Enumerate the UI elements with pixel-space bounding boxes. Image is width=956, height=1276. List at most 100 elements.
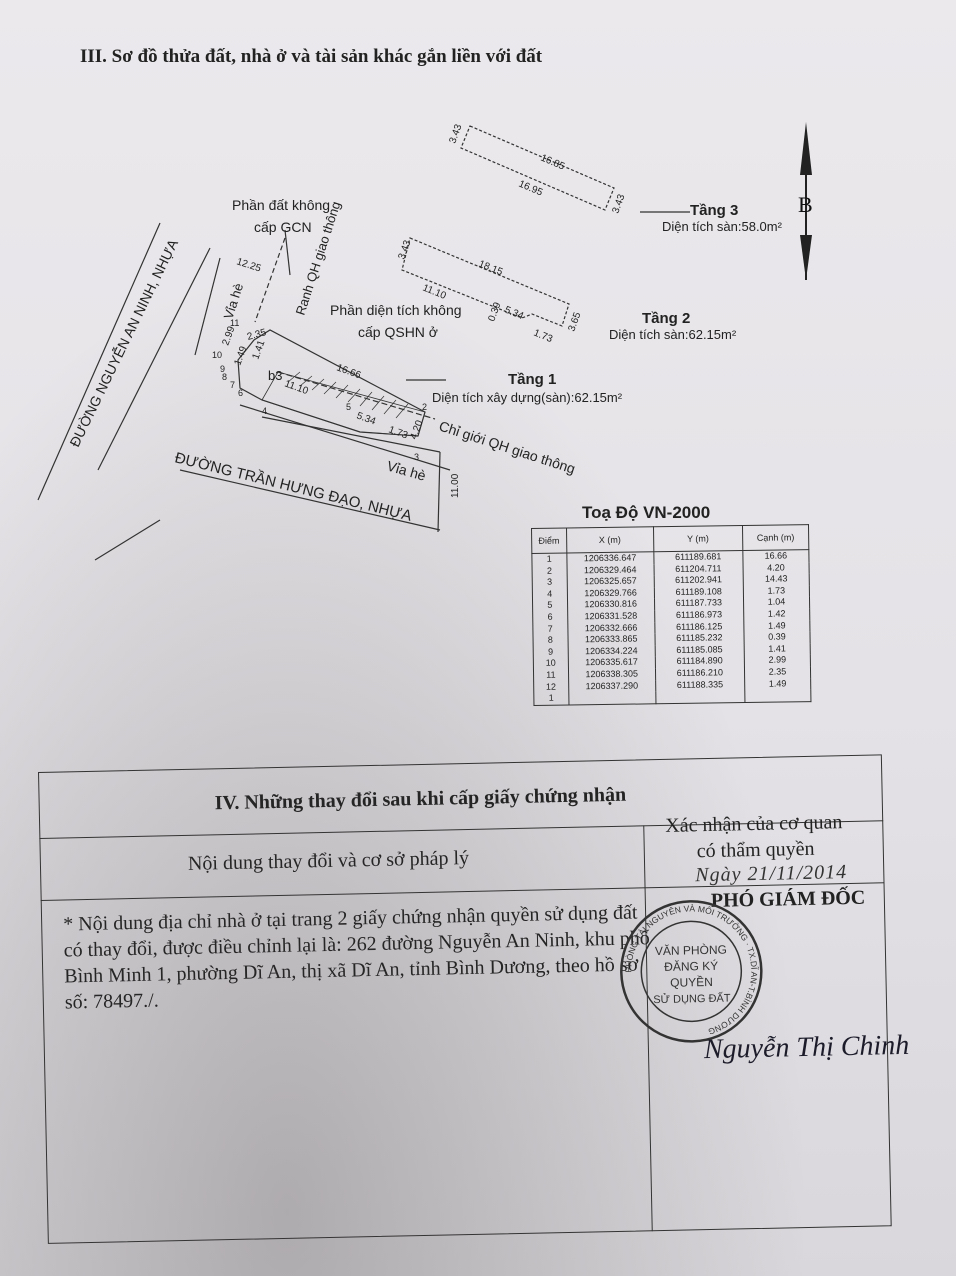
coord-cell-edge: 2.35 (744, 666, 811, 679)
point-7: 7 (230, 380, 235, 390)
coord-cell-edge: 16.66 (742, 549, 809, 563)
north-label: B (798, 192, 813, 217)
coord-cell-point: 7 (532, 623, 568, 636)
dim-road-width: 11.00 (450, 473, 461, 498)
point-9: 9 (220, 364, 225, 374)
stamp-line-2: ĐĂNG KÝ (664, 958, 718, 974)
coord-cell-edge: 1.73 (743, 584, 810, 598)
point-6: 6 (238, 388, 243, 398)
coord-cell-point: 1 (531, 553, 567, 566)
point-4: 4 (262, 406, 267, 416)
coord-cell-point: 11 (533, 669, 569, 682)
section3-title: III. Sơ đồ thửa đất, nhà ở và tài sản kh… (80, 46, 543, 67)
road-width-line (437, 451, 441, 533)
dim-t2-top: 18.15 (477, 259, 505, 279)
coord-header-x: X (m) (566, 526, 654, 554)
road-edge-3 (179, 469, 441, 531)
ground-floor-hatch (261, 371, 426, 437)
coord-cell-point: 2 (532, 565, 567, 578)
floor2-area: Diện tích sàn:62.15m² (609, 327, 737, 342)
coord-cell-edge (744, 689, 811, 703)
changes-section: IV. Những thay đổi sau khi cấp giấy chứn… (38, 754, 910, 1244)
coord-cell-point: 1 (533, 692, 569, 706)
coord-cell-point: 8 (532, 634, 568, 647)
north-arrow-icon (800, 122, 812, 280)
column-confirm-header-1: Xác nhận của cơ quan (665, 811, 843, 837)
coord-cell-edge: 1.41 (744, 642, 811, 656)
coord-cell-y (655, 690, 745, 704)
dim-t2-bottom: 11.10 (421, 283, 448, 302)
coord-cell-x (568, 691, 656, 705)
point-8: 8 (222, 372, 227, 382)
handwritten-date: Ngày 21/11/2014 (695, 861, 848, 887)
sidewalk-line-2 (261, 416, 441, 453)
planning-boundary (277, 371, 436, 420)
dim-t1-a: 1.73 (387, 424, 409, 441)
road-edge-4 (239, 404, 451, 471)
coord-cell-edge: 1.42 (743, 608, 810, 621)
label-b3: b3 (268, 368, 282, 383)
point-2: 2 (422, 402, 427, 412)
coord-cell-point: 9 (533, 646, 568, 659)
point-10: 10 (212, 350, 222, 360)
coord-cell-point: 5 (532, 599, 568, 612)
floor3-name: Tầng 3 (690, 202, 739, 219)
dim-t2-small2: 0.39 (486, 301, 503, 323)
stamp-line-3: QUYỀN (670, 974, 713, 990)
coord-header-edge: Cạnh (m) (742, 524, 809, 551)
floor1-area: Diện tích xây dựng(sàn):62.15m² (432, 390, 623, 405)
floor2-name: Tầng 2 (642, 310, 691, 327)
label-area-not-certified-2: cấp QSHN ở (358, 324, 438, 340)
coord-cell-edge: 4.20 (742, 561, 810, 575)
land-plot-diagram: 16.85 16.95 3.43 3.43 18.15 11.10 3.43 5… (37, 122, 812, 561)
stamp-line-4: SỬ DỤNG ĐẤT (653, 992, 731, 1007)
label-sidewalk-1: Vỉa hè (221, 281, 247, 321)
dim-t2-right: 3.65 (566, 311, 583, 333)
dim-lot-side1: 2.35 (246, 327, 268, 343)
dim-t1-b: 4.20 (408, 419, 425, 441)
point-11: 11 (230, 318, 239, 328)
road-edge-2 (97, 247, 211, 471)
planning-edge (254, 237, 286, 323)
point-5: 5 (346, 402, 351, 412)
sidewalk-line-1 (194, 257, 221, 356)
label-road-1: ĐƯỜNG NGUYỄN AN NINH, NHỰA (66, 236, 181, 449)
road-edge-5 (94, 519, 161, 561)
dim-lot-side3: 1.49 (232, 345, 249, 367)
coord-cell-edge: 1.04 (743, 596, 810, 610)
label-traffic-boundary: Chỉ giới QH giao thông (437, 418, 577, 477)
coord-cell-point: 3 (532, 576, 567, 589)
coord-cell-point: 6 (532, 611, 568, 624)
dim-t3-top: 16.85 (539, 153, 567, 173)
coordinate-table-title: Toạ Độ VN-2000 (582, 503, 711, 522)
official-stamp: PHÒNG TÀI NGUYÊN VÀ MÔI TRƯỜNG · TX.DĨ A… (620, 900, 763, 1043)
coord-cell-edge: 1.49 (744, 677, 811, 691)
coord-cell-edge: 2.99 (744, 654, 811, 667)
point-3: 3 (414, 452, 419, 462)
dim-t2-small1: 5.34 (503, 305, 526, 323)
dim-t3-right: 3.43 (610, 193, 627, 215)
floor3-outline (460, 125, 615, 211)
label-traffic-edge: Ranh QH giao thông (293, 200, 344, 317)
coord-header-point: Điểm (531, 528, 567, 554)
stamp-line-1: VĂN PHÒNG (655, 942, 727, 959)
dim-lot-top: 12.25 (235, 256, 263, 274)
road-edge-1 (37, 222, 161, 501)
label-land-not-certified-1: Phần đất không (232, 197, 331, 213)
coord-cell-edge: 14.43 (743, 573, 810, 586)
label-area-not-certified-1: Phần diện tích không (330, 302, 462, 318)
dim-t3-left: 3.43 (447, 123, 464, 145)
floor3-area: Diện tích sàn:58.0m² (662, 219, 782, 234)
coord-cell-edge: 0.39 (743, 631, 811, 644)
label-land-not-certified-2: cấp GCN (254, 219, 312, 235)
floor2-outline (401, 237, 570, 327)
coord-cell-point: 12 (533, 681, 569, 694)
dim-t1-small: 5.34 (355, 410, 377, 427)
coord-cell-point: 10 (533, 657, 569, 670)
coord-cell-point: 4 (532, 588, 568, 601)
coord-cell-edge: 1.49 (743, 619, 810, 633)
floor1-name: Tầng 1 (508, 371, 557, 388)
dim-t1-top: 16.66 (335, 362, 363, 381)
